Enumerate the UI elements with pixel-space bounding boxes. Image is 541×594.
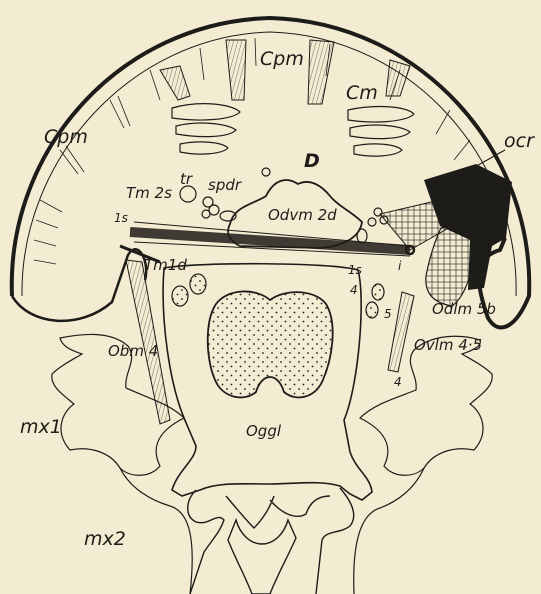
- label-1s-right: 1s: [348, 264, 362, 276]
- cm-muscle-segments: [172, 104, 414, 156]
- label-5-right: 5: [384, 308, 392, 320]
- label-ovlm45: Ovlm 4·5: [414, 338, 482, 353]
- mx1-right-lobe: [360, 336, 492, 475]
- mx2-center-piece: [228, 520, 296, 594]
- label-1s-left: 1s: [114, 212, 128, 224]
- label-i: i: [398, 260, 401, 272]
- label-4-lower: 4: [394, 376, 402, 388]
- label-tr: tr: [180, 172, 192, 187]
- label-spdr: spdr: [208, 178, 241, 193]
- label-4-right: 4: [350, 284, 358, 296]
- label-cm: Cm: [346, 84, 378, 103]
- label-tm2s: Tm 2s: [126, 186, 172, 201]
- label-oggl: Oggl: [246, 424, 281, 439]
- label-ocr: ocr: [504, 132, 534, 151]
- label-d: D: [304, 152, 320, 171]
- label-mx1: mx1: [20, 418, 62, 437]
- label-obm4: Obm 4: [108, 344, 158, 359]
- mx2-lower-outline: [120, 468, 424, 594]
- ganglion-oggl: [208, 291, 333, 397]
- label-cpm-left: Cpm: [44, 128, 88, 147]
- label-tm1d: Tm1d: [144, 258, 187, 273]
- label-odlm5b: Odlm 5b: [432, 302, 496, 317]
- label-mx2: mx2: [84, 530, 126, 549]
- mx2-appendages: [188, 488, 354, 594]
- label-odvm2d: Odvm 2d: [268, 208, 337, 223]
- label-cpm-top: Cpm: [260, 50, 304, 69]
